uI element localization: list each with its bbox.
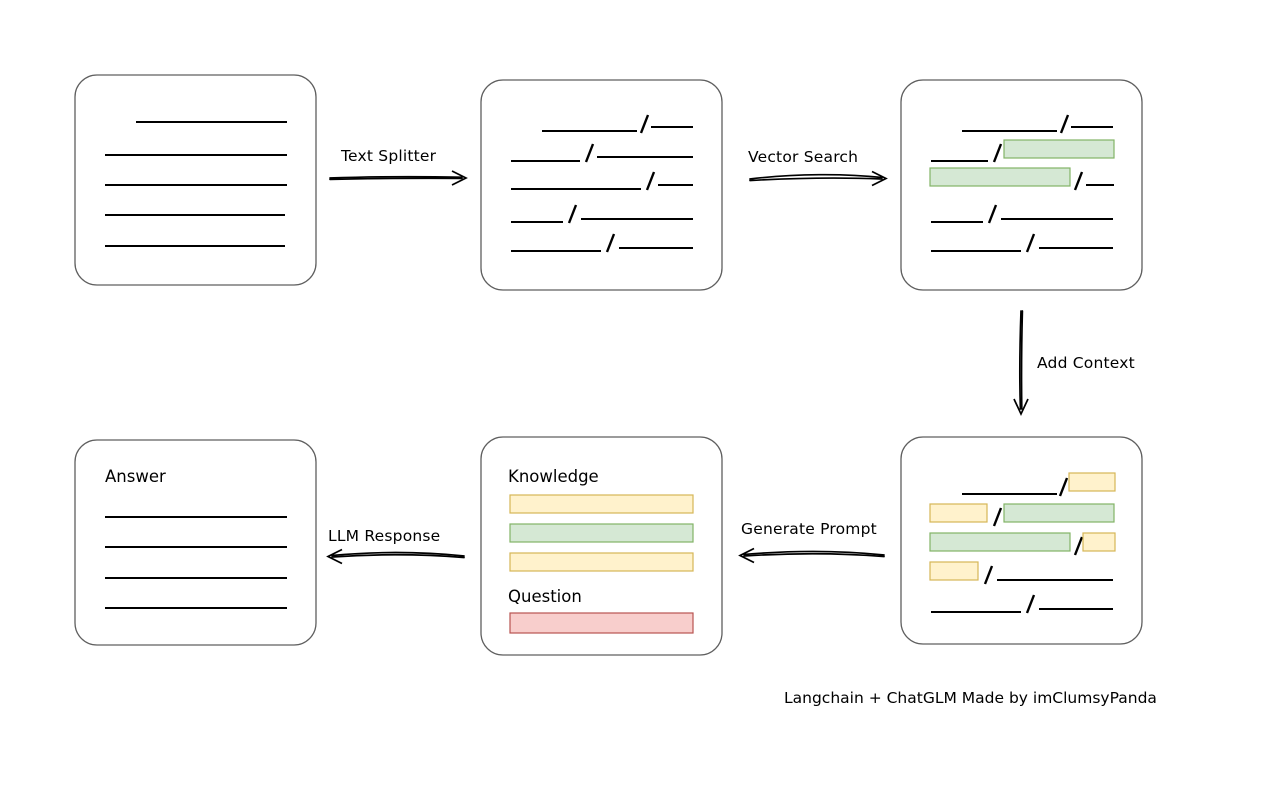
edge-vector-search-label: Vector Search [748, 148, 858, 166]
edge-add-context[interactable]: Add Context [1013, 310, 1135, 417]
knowledge-chip-green [509, 523, 694, 543]
chunk-chip-yellow [1082, 532, 1116, 552]
node-vector-matched-chunks[interactable] [900, 79, 1143, 291]
chunk-separator [1073, 536, 1084, 556]
question-chip-red [509, 612, 694, 634]
knowledge-label: Knowledge [508, 467, 599, 486]
split-chunks-box[interactable] [480, 79, 723, 291]
chunk-chip-green [1003, 139, 1115, 159]
edge-generate-prompt[interactable]: Generate Prompt [738, 520, 885, 564]
chunk-separator [605, 233, 616, 253]
chunk-separator [645, 171, 656, 191]
chunk-separator [1025, 594, 1036, 614]
edge-add-context-label: Add Context [1037, 354, 1135, 372]
chunk-separator [983, 565, 994, 585]
chunk-separator [567, 204, 578, 224]
chunk-separator [1073, 171, 1084, 191]
question-label: Question [508, 587, 582, 606]
chunk-separator [584, 143, 595, 163]
chunk-separator [987, 204, 998, 224]
chunk-separator [639, 114, 650, 134]
chunk-chip-yellow [929, 561, 979, 581]
edge-llm-response-label: LLM Response [328, 527, 440, 545]
answer-box[interactable] [74, 439, 317, 646]
node-context-augmented-chunks[interactable] [900, 436, 1143, 645]
edge-text-splitter[interactable]: Text Splitter [329, 147, 468, 186]
prompt-box[interactable] [480, 436, 723, 656]
answer-heading: Answer [105, 467, 166, 486]
knowledge-chip-yellow [509, 494, 694, 514]
node-source-document[interactable] [74, 74, 317, 286]
chunk-separator [1025, 233, 1036, 253]
edge-text-splitter-label: Text Splitter [340, 147, 437, 165]
chunk-chip-yellow [1068, 472, 1116, 492]
knowledge-chip-yellow [509, 552, 694, 572]
chunk-chip-yellow [929, 503, 988, 523]
footer-credit: Langchain + ChatGLM Made by imClumsyPand… [784, 689, 1157, 707]
node-answer[interactable]: Answer [74, 439, 317, 646]
node-prompt[interactable]: Knowledge Question [480, 436, 723, 656]
chunk-separator [1058, 477, 1069, 497]
edge-vector-search[interactable]: Vector Search [748, 148, 888, 187]
chunk-chip-green [929, 167, 1071, 187]
node-split-chunks[interactable] [480, 79, 723, 291]
edge-llm-response[interactable]: LLM Response [326, 527, 465, 565]
edge-generate-prompt-label: Generate Prompt [741, 520, 877, 538]
chunk-separator [1059, 114, 1070, 134]
chunk-chip-green [1003, 503, 1115, 523]
chunk-chip-green [929, 532, 1071, 552]
chunk-separator [992, 143, 1003, 163]
source-document-box[interactable] [74, 74, 317, 286]
chunk-separator [992, 507, 1003, 527]
